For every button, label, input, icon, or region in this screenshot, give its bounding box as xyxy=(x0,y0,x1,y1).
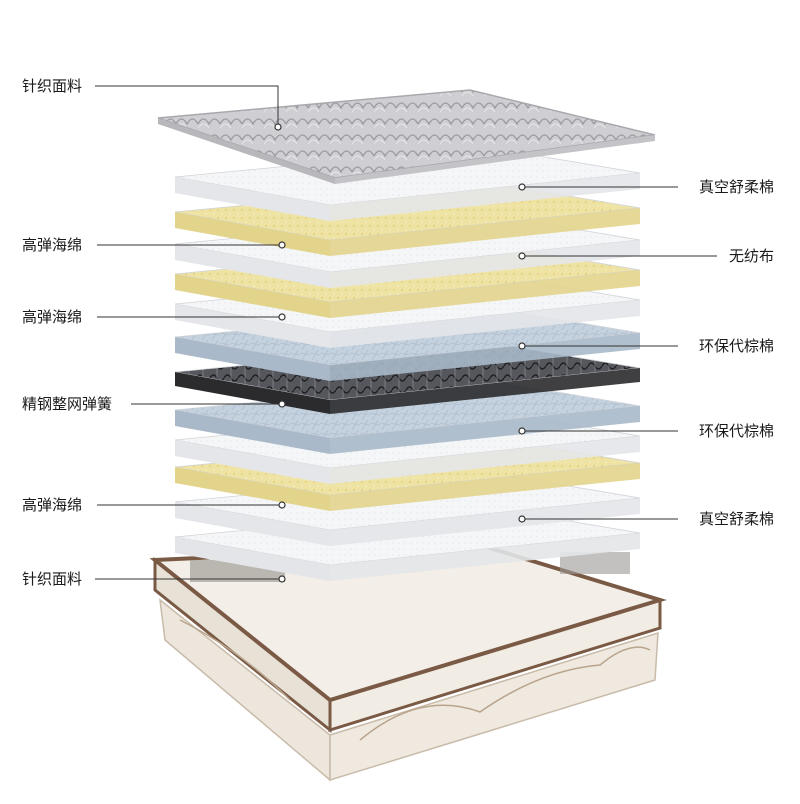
layer-vacuum-cotton-2-side-left xyxy=(175,502,330,546)
layer-white-2-side-left xyxy=(175,304,330,348)
layer-foam-2-side-left xyxy=(175,274,330,318)
leader-foam-2-dot xyxy=(278,313,286,321)
label-knit-fabric-top: 针织面料 xyxy=(22,77,83,95)
label-steel-spring: 精钢整网弹簧 xyxy=(22,395,113,413)
label-high-resilience-foam-1: 高弹海绵 xyxy=(22,236,83,254)
mattress-shadow-right xyxy=(560,552,630,574)
layer-top-knit-edge-left xyxy=(158,118,335,184)
layer-nonwoven-side-left xyxy=(175,244,330,288)
leader-foam-1-dot xyxy=(278,241,286,249)
leader-knit-fabric-bottom-dot xyxy=(278,575,286,583)
label-eco-palm-1: 环保代棕棉 xyxy=(698,337,774,355)
layer-white-3-side-left xyxy=(175,440,330,484)
layer-foam-2-side-right xyxy=(330,270,640,318)
leader-vacuum-cotton-1-dot xyxy=(518,183,526,191)
layer-nonwoven-side-right xyxy=(330,240,640,288)
leader-eco-palm-2-dot xyxy=(518,427,526,435)
mattress-quilt-lines xyxy=(179,619,651,741)
layer-eco-palm-2-side-left xyxy=(175,410,330,454)
layer-spring-side-left xyxy=(175,372,330,414)
leader-knit-fabric-top xyxy=(95,85,279,127)
layer-bottom-knit-side-left xyxy=(175,537,330,581)
layer-bottom-knit-side-right xyxy=(330,533,640,581)
leader-eco-palm-1-dot xyxy=(518,342,526,350)
mattress-side-right xyxy=(329,631,659,782)
layer-eco-palm-1-side-left xyxy=(175,337,330,381)
label-nonwoven-fabric: 无纺布 xyxy=(728,247,774,265)
label-vacuum-cotton-1: 真空舒柔棉 xyxy=(698,178,774,196)
layer-foam-1-side-left xyxy=(175,212,330,256)
layer-white-2-side-right xyxy=(330,300,640,348)
label-eco-palm-2: 环保代棕棉 xyxy=(698,422,774,440)
label-high-resilience-foam-2: 高弹海绵 xyxy=(22,308,83,326)
layer-foam-3-side-left xyxy=(175,467,330,511)
layer-top-knit xyxy=(157,89,656,184)
leader-nonwoven-dot xyxy=(518,252,526,260)
leader-spring-dot xyxy=(278,400,286,408)
leader-vacuum-cotton-2-dot xyxy=(518,515,526,523)
layer-spring-side-right xyxy=(330,368,640,414)
layer-top-knit-edge-right xyxy=(335,135,655,184)
layer-foam-3-side-right xyxy=(330,463,640,511)
mattress-base xyxy=(149,542,667,782)
layer-foam-1-side-right xyxy=(330,208,640,256)
label-vacuum-cotton-2: 真空舒柔棉 xyxy=(698,510,774,528)
layer-vacuum-cotton-1-side-right xyxy=(330,173,640,221)
layer-eco-palm-2-side-right xyxy=(330,406,640,454)
label-knit-fabric-bottom: 针织面料 xyxy=(22,570,83,588)
layer-white-3-side-right xyxy=(330,436,640,484)
layer-vacuum-cotton-1-side-left xyxy=(175,177,330,221)
leader-knit-fabric-top-dot xyxy=(274,123,282,131)
layer-eco-palm-1-side-right xyxy=(330,333,640,381)
leader-foam-3-dot xyxy=(278,501,286,509)
label-high-resilience-foam-3: 高弹海绵 xyxy=(22,496,83,514)
layer-vacuum-cotton-2-side-right xyxy=(330,498,640,546)
